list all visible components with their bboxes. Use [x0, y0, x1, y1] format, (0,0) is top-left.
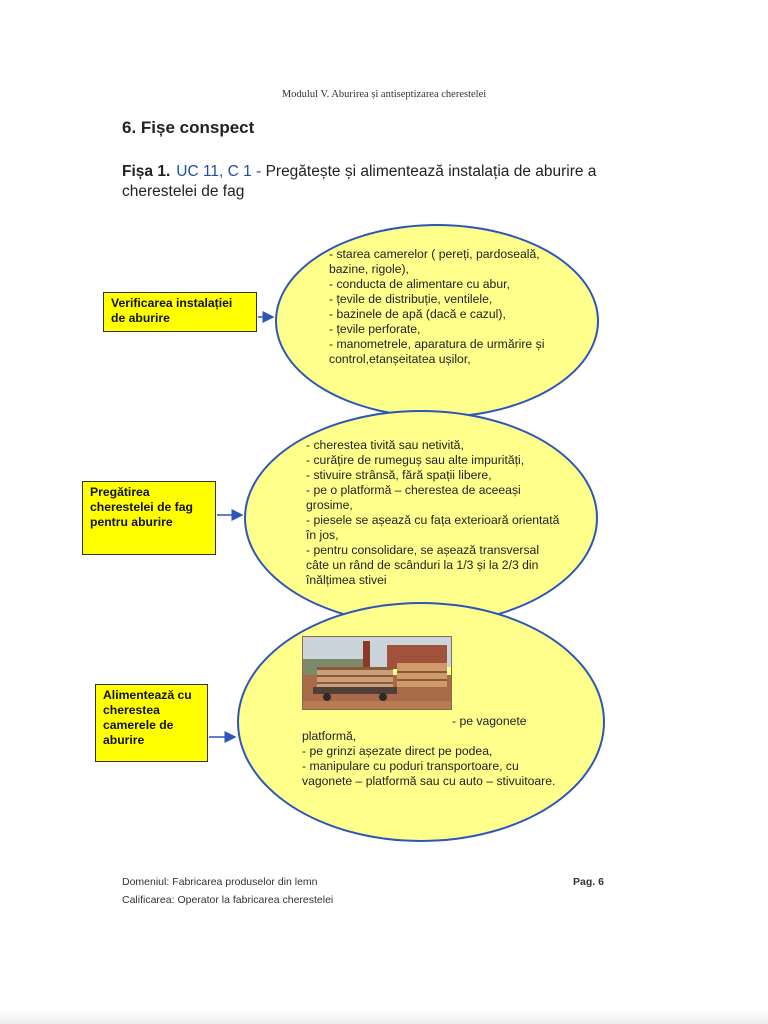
box-verification: Verificarea instalației de aburire	[103, 292, 257, 332]
footer-page-number: Pag. 6	[573, 876, 604, 888]
fisa-title: Pregătește și alimentează instalația de …	[122, 163, 597, 200]
ellipse-feeding	[237, 602, 605, 842]
box-feeding: Alimentează cu cherestea camerele de abu…	[95, 684, 208, 762]
fisa-label: Fișa 1.	[122, 163, 171, 180]
ellipse-verification-text: - starea camerelor ( pereți, pardoseală,…	[329, 247, 545, 366]
box-preparation: Pregătirea cherestelei de fag pentru abu…	[82, 481, 216, 555]
fisa-code: UC 11, C 1 -	[176, 163, 262, 180]
lumber-stack-photo	[302, 636, 452, 710]
ellipse-feeding-text: platformă, - pe grinzi așezate direct pe…	[302, 729, 556, 788]
lumber-stack-illustration	[303, 637, 451, 709]
page-bottom-edge	[0, 1010, 768, 1024]
ellipse-feeding-text-inline: - pe vagonete	[452, 714, 527, 728]
section-title: 6. Fișe conspect	[122, 118, 255, 137]
footer-qualification: Calificarea: Operator la fabricarea cher…	[122, 894, 334, 906]
module-header: Modulul V. Aburirea și antiseptizarea ch…	[281, 89, 487, 100]
ellipse-preparation	[244, 410, 598, 626]
footer-domain: Domeniul: Fabricarea produselor din lemn	[122, 876, 318, 888]
ellipse-preparation-text: - cherestea tivită sau netivită, - curăț…	[306, 438, 560, 587]
fisa-heading: Fișa 1. UC 11, C 1 - Pregătește și alimen…	[122, 162, 642, 202]
